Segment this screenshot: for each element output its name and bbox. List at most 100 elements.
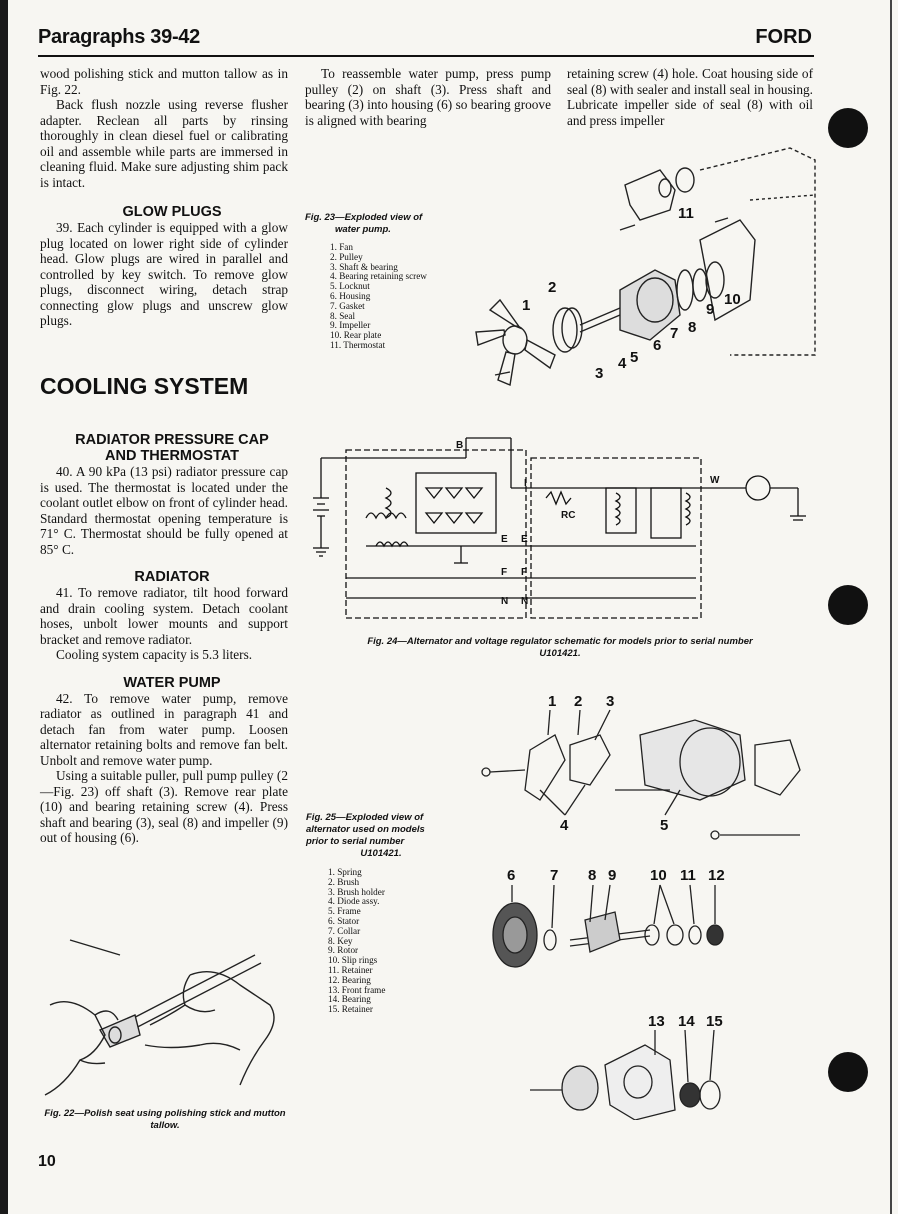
legend-item: 2. Pulley <box>330 251 363 262</box>
schematic-label-w: W <box>710 475 720 486</box>
legend-item: 11. Thermostat <box>330 339 386 350</box>
schematic-label-f: F <box>501 567 507 578</box>
section-heading-water-pump: WATER PUMP <box>123 674 221 691</box>
schematic-label-e: E <box>501 534 508 545</box>
svg-text:12: 12 <box>708 867 725 884</box>
page-edge <box>0 0 8 1214</box>
schematic-label-f: F <box>521 567 527 578</box>
svg-text:15: 15 <box>706 1013 723 1030</box>
legend-item: 2. Brush <box>328 876 360 887</box>
caption-line: Fig. 23—Exploded view of <box>305 212 423 223</box>
legend-item: 15. Retainer <box>328 1004 373 1015</box>
fig22-polishing-drawing <box>44 939 275 1096</box>
section-heading-radiator: RADIATOR <box>134 569 210 585</box>
fig22-caption: Fig. 22—Polish seat using polishing stic… <box>44 1108 286 1131</box>
legend-item: 5. Frame <box>328 906 361 917</box>
section-heading-glow-plugs: GLOW PLUGS <box>122 204 222 220</box>
paragraph: 39. Each cylinder is equipped with a glo… <box>40 220 288 328</box>
column-2-top: To reassemble water pump, press pump pul… <box>305 66 551 128</box>
legend-item: 7. Collar <box>328 925 361 936</box>
paragraph: retaining screw (4) hole. Coat housing s… <box>567 66 813 128</box>
section-heading-cooling-system: COOLING SYSTEM <box>40 373 249 399</box>
paragraph: wood polishing stick and mutton tallow a… <box>40 66 288 97</box>
svg-text:3: 3 <box>606 693 614 710</box>
svg-text:4: 4 <box>618 355 627 372</box>
paragraph: To reassemble water pump, press pump pul… <box>305 66 551 128</box>
paragraph: Back flush nozzle using reverse flusher … <box>40 97 288 190</box>
caption-line: U101421. <box>360 848 402 859</box>
legend-item: 14. Bearing <box>328 994 371 1005</box>
binder-hole <box>828 108 868 148</box>
caption-line: U101421. <box>539 648 581 659</box>
page-edge <box>890 0 892 1214</box>
svg-text:7: 7 <box>670 325 678 342</box>
fig25-alternator-drawing: 1 2 3 4 5 6 7 8 9 10 11 12 13 14 15 <box>481 693 801 1120</box>
fig24-schematic-drawing: B I RC W E E F F N N <box>313 437 806 619</box>
caption-line: prior to serial number <box>306 836 405 847</box>
svg-text:3: 3 <box>595 365 603 382</box>
legend-item: 6. Stator <box>328 915 360 926</box>
legend-item: 9. Impeller <box>330 320 371 331</box>
legend-item: 6. Housing <box>330 290 371 301</box>
legend-item: 1. Spring <box>328 867 362 877</box>
legend-item: 13. Front frame <box>328 984 386 995</box>
page-header-title: Paragraphs 39-42 <box>38 26 200 48</box>
legend-item: 3. Brush holder <box>328 886 385 897</box>
svg-text:1: 1 <box>548 693 556 710</box>
fig23-water-pump-drawing: 1 2 3 4 5 6 7 8 9 10 11 <box>475 147 816 386</box>
legend-item: 4. Bearing retaining screw <box>330 271 427 282</box>
column-1-bottom: RADIATOR PRESSURE CAP AND THERMOSTAT 40.… <box>40 432 288 846</box>
legend-item: 7. Gasket <box>330 300 365 311</box>
schematic-label-i: I <box>524 478 527 489</box>
schematic-label-rc: RC <box>561 510 575 521</box>
svg-text:2: 2 <box>574 693 582 710</box>
legend-item: 5. Locknut <box>330 281 370 292</box>
caption-line: water pump. <box>335 224 391 235</box>
legend-item: 10. Slip rings <box>328 955 378 966</box>
section-heading-cap: RADIATOR PRESSURE CAP <box>75 432 269 448</box>
svg-text:11: 11 <box>680 867 696 884</box>
page-header-brand: FORD <box>755 26 812 48</box>
paragraph: 42. To remove water pump, remove radiato… <box>40 690 288 768</box>
svg-text:5: 5 <box>660 817 668 834</box>
legend-item: 1. Fan <box>330 242 353 252</box>
binder-hole <box>828 585 868 625</box>
legend-item: 8. Seal <box>330 310 356 321</box>
legend-item: 10. Rear plate <box>330 330 382 341</box>
fig25-caption: Fig. 25—Exploded view of alternator used… <box>306 812 456 860</box>
fig24-caption: Fig. 24—Alternator and voltage regulator… <box>306 636 814 660</box>
legend-item: 4. Diode assy. <box>328 896 380 907</box>
schematic-label-n: N <box>521 596 528 607</box>
svg-text:9: 9 <box>608 867 616 884</box>
svg-text:6: 6 <box>653 337 661 354</box>
legend-item: 9. Rotor <box>328 945 359 956</box>
caption-line: alternator used on models <box>306 824 425 835</box>
svg-text:8: 8 <box>588 867 596 884</box>
svg-text:10: 10 <box>724 291 741 308</box>
paragraph: 41. To remove radiator, tilt hood forwar… <box>40 585 288 647</box>
svg-text:6: 6 <box>507 867 515 884</box>
page-number: 10 <box>38 1153 56 1170</box>
svg-text:5: 5 <box>630 349 638 366</box>
binder-hole <box>828 1052 868 1092</box>
svg-text:8: 8 <box>688 319 696 336</box>
paragraph: Cooling system capacity is 5.3 liters. <box>56 647 253 662</box>
caption-line: Fig. 24—Alternator and voltage regulator… <box>367 636 753 647</box>
svg-text:1: 1 <box>522 297 530 314</box>
schematic-label-b: B <box>456 440 463 451</box>
svg-text:13: 13 <box>648 1013 665 1030</box>
legend-item: 12. Bearing <box>328 974 371 985</box>
svg-text:14: 14 <box>678 1013 695 1030</box>
svg-text:2: 2 <box>548 279 556 296</box>
svg-text:10: 10 <box>650 867 667 884</box>
paragraph: 40. A 90 kPa (13 psi) radiator pressure … <box>40 464 288 557</box>
legend-item: 8. Key <box>328 935 353 946</box>
legend-item: 3. Shaft & bearing <box>330 261 398 272</box>
schematic-label-n: N <box>501 596 508 607</box>
column-1-top: wood polishing stick and mutton tallow a… <box>40 66 288 329</box>
column-3-top: retaining screw (4) hole. Coat housing s… <box>567 66 813 128</box>
svg-text:4: 4 <box>560 817 569 834</box>
legend-item: 11. Retainer <box>328 964 373 975</box>
